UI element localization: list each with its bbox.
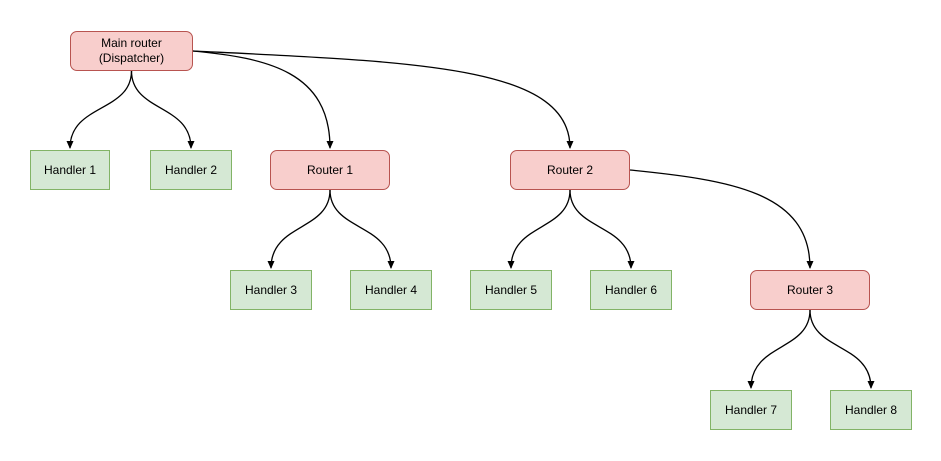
edge-main-to-handler1	[66, 70, 133, 149]
node-handler-7[interactable]: Handler 7	[710, 390, 792, 430]
node-handler-3[interactable]: Handler 3	[230, 270, 312, 310]
node-router-3[interactable]: Router 3	[750, 270, 870, 310]
edge-router2-to-handler5	[507, 189, 571, 269]
edge-main-to-handler2	[130, 70, 195, 149]
edge-main-to-router1	[192, 50, 334, 149]
node-router-1[interactable]: Router 1	[270, 150, 390, 190]
edge-router3-to-handler7	[747, 309, 811, 389]
node-main-router[interactable]: Main router (Dispatcher)	[70, 31, 193, 71]
node-router-2[interactable]: Router 2	[510, 150, 630, 190]
node-handler-5[interactable]: Handler 5	[470, 270, 552, 310]
edge-main-to-router2	[192, 50, 574, 149]
node-handler-4[interactable]: Handler 4	[350, 270, 432, 310]
edge-router3-to-handler8	[809, 309, 875, 389]
node-handler-2[interactable]: Handler 2	[150, 150, 232, 190]
edge-router1-to-handler4	[329, 189, 395, 269]
edge-router2-to-handler6	[569, 189, 635, 269]
node-handler-1[interactable]: Handler 1	[30, 150, 110, 190]
node-handler-8[interactable]: Handler 8	[830, 390, 912, 430]
edge-router2-to-router3	[629, 169, 814, 269]
edge-router1-to-handler3	[267, 189, 331, 269]
node-handler-6[interactable]: Handler 6	[590, 270, 672, 310]
